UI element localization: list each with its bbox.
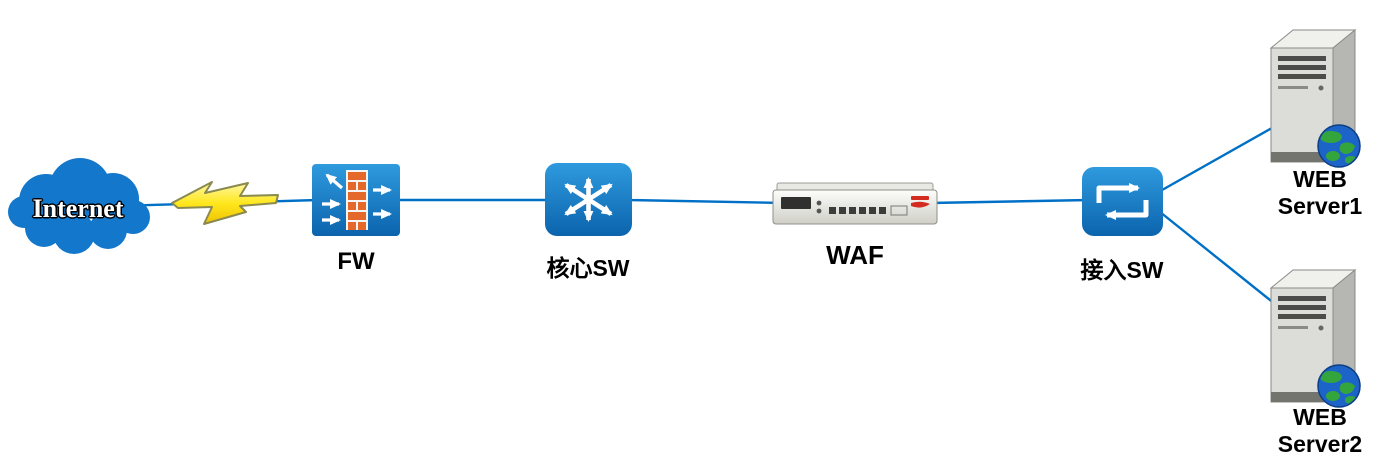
lightning-icon bbox=[171, 181, 279, 225]
core-switch-icon bbox=[545, 163, 632, 236]
access-switch-arrows bbox=[1096, 183, 1149, 220]
internet-cloud-icon bbox=[8, 158, 150, 254]
waf-label: WAF bbox=[826, 240, 884, 270]
link-coreswitch-waf bbox=[627, 198, 786, 205]
core-switch-arrows bbox=[564, 177, 613, 222]
access-switch-icon bbox=[1082, 167, 1163, 236]
waf-vendor-logo bbox=[911, 196, 930, 208]
firewall-arrows bbox=[322, 173, 392, 225]
web-server1-label: WEB Server1 bbox=[1277, 166, 1363, 219]
firewall-icon bbox=[312, 164, 400, 236]
link-waf-accessswitch bbox=[929, 198, 1091, 205]
waf-port-wide bbox=[890, 205, 908, 216]
links bbox=[117, 113, 1296, 321]
web-server2-label: WEB Server2 bbox=[1277, 404, 1363, 457]
waf-appliance-icon bbox=[772, 182, 938, 225]
waf-ports bbox=[829, 207, 886, 214]
waf-display bbox=[781, 197, 811, 209]
firewall-label: FW bbox=[337, 248, 375, 275]
web-server2-icon bbox=[1271, 270, 1360, 407]
core-switch-label: 核心SW bbox=[546, 255, 630, 281]
internet-label: Internet bbox=[32, 194, 124, 223]
access-switch-label: 接入SW bbox=[1080, 257, 1164, 283]
firewall-brick-wall bbox=[346, 170, 368, 230]
web-server1-icon bbox=[1271, 30, 1360, 167]
